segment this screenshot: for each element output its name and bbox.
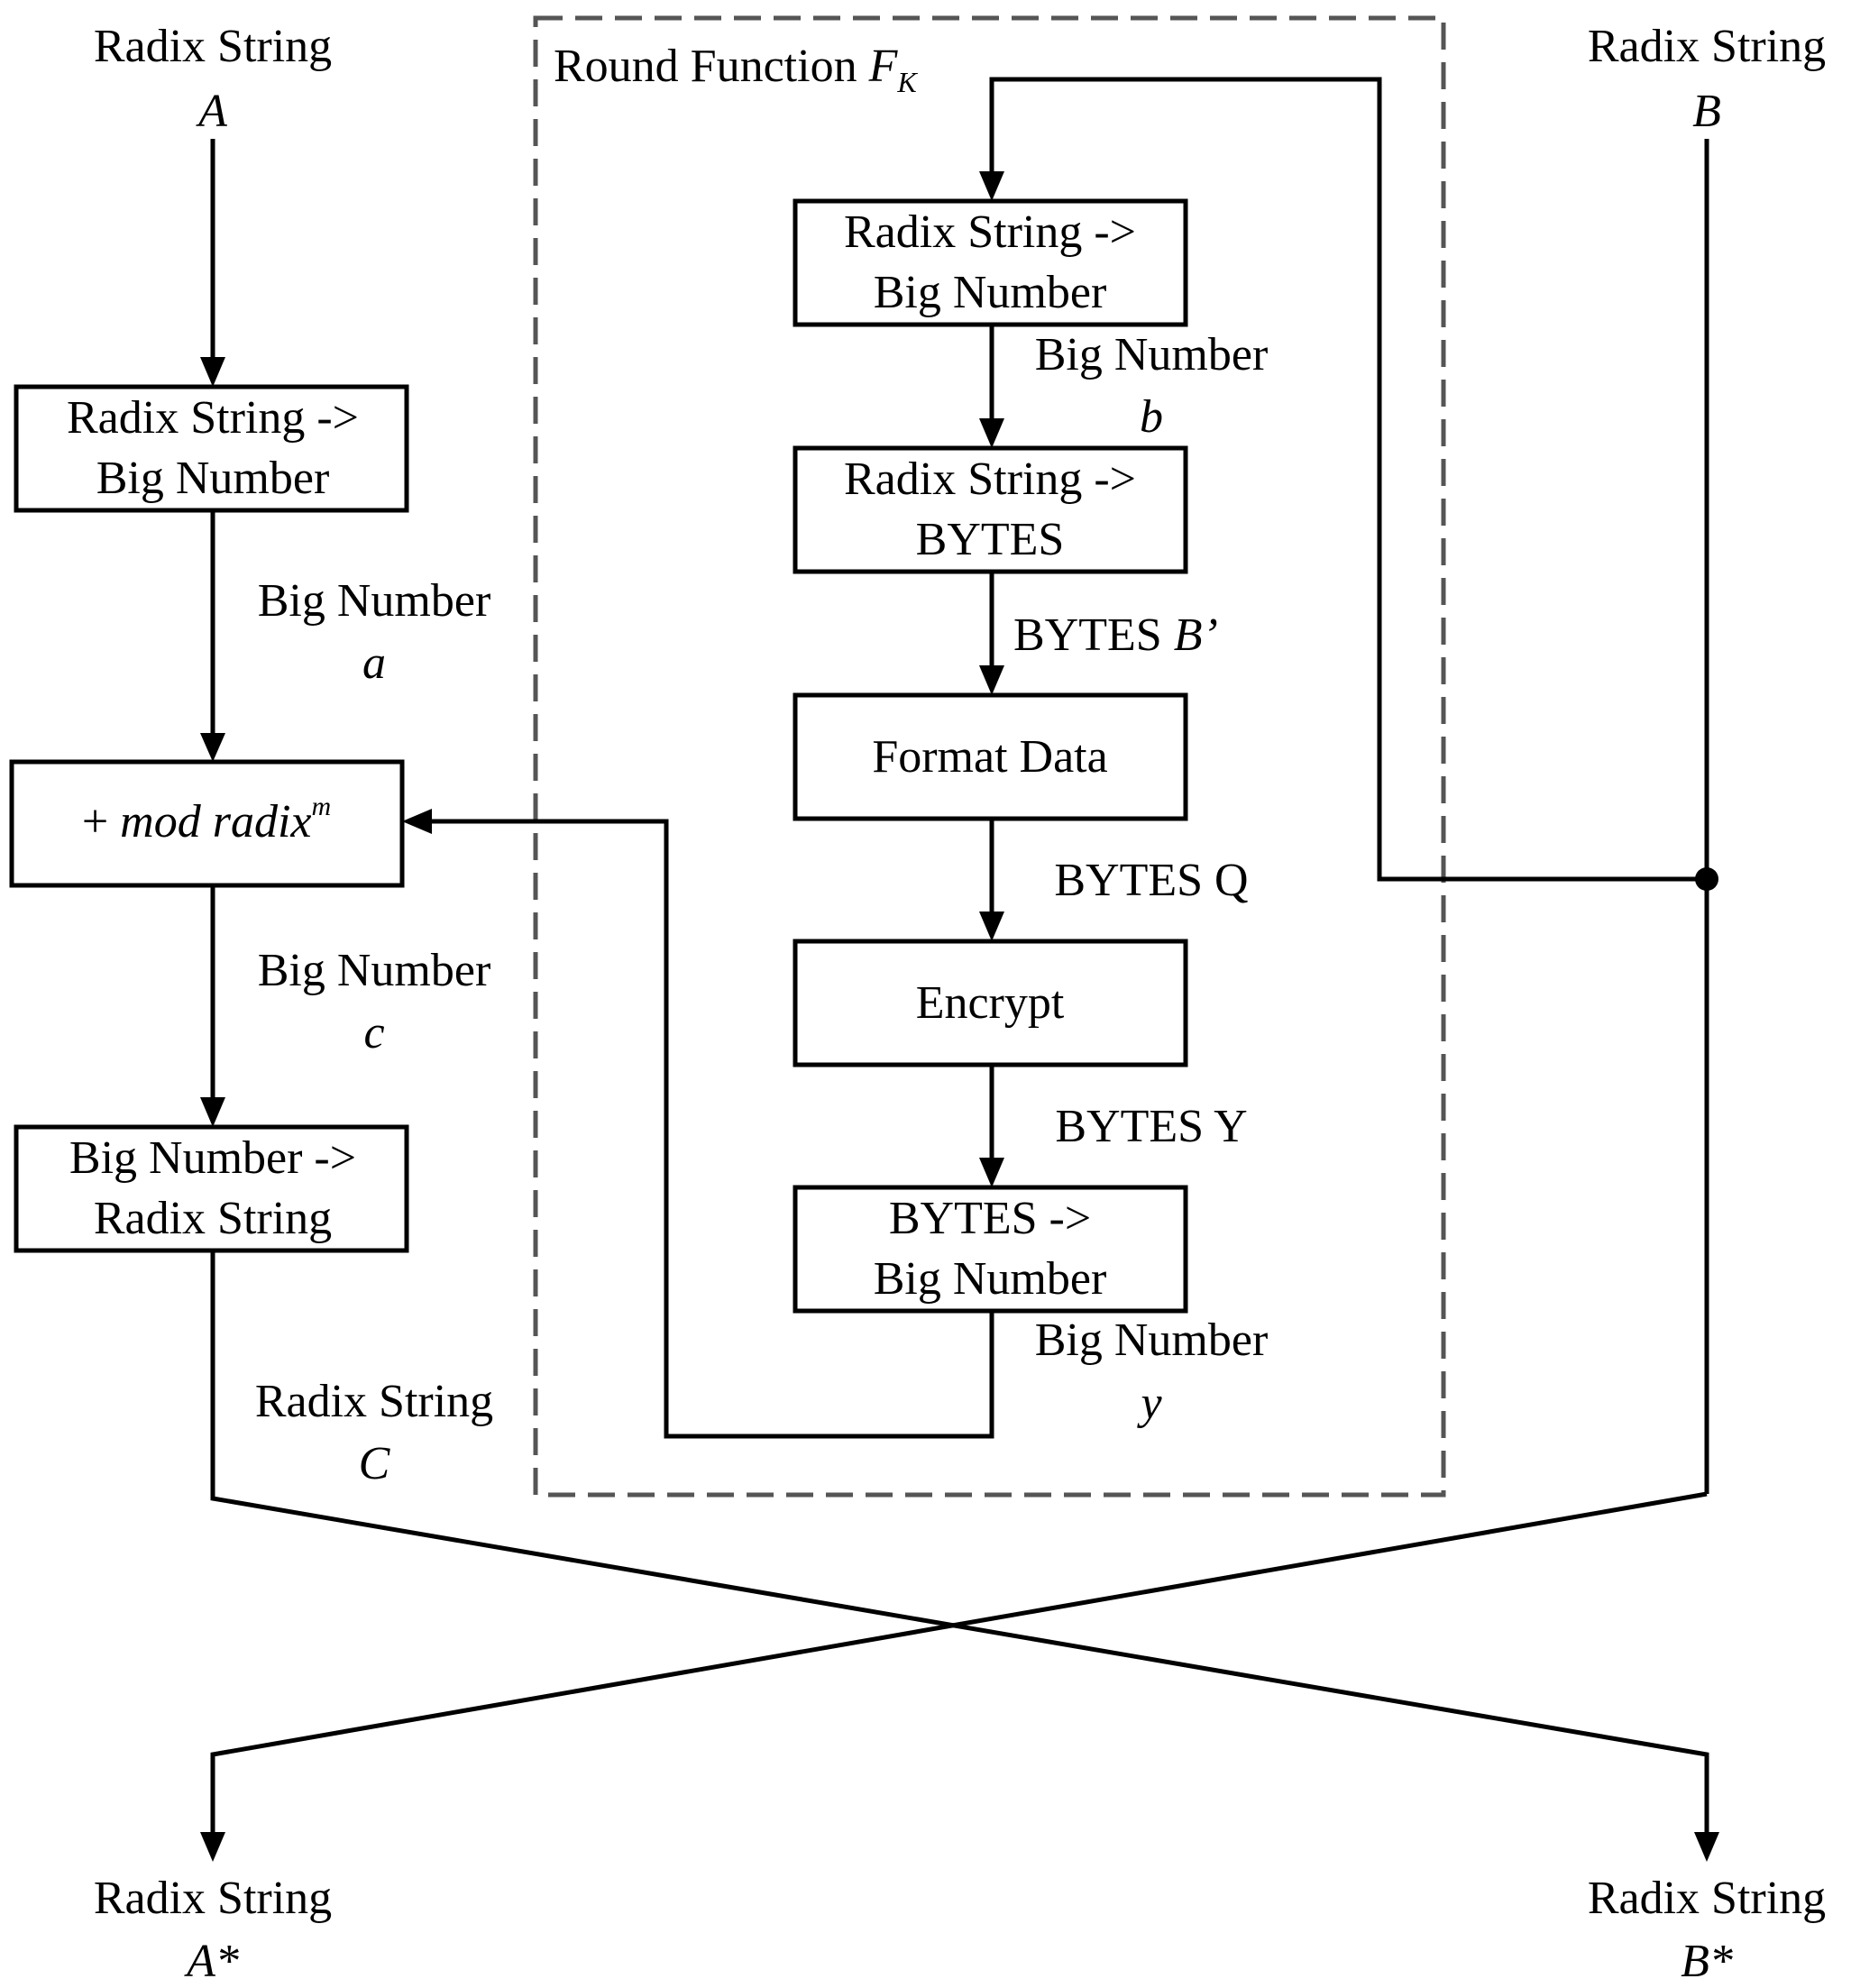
svg-text:Big Number: Big Number bbox=[874, 1253, 1107, 1305]
left-edge-label-c: Big Number c bbox=[258, 945, 491, 1058]
svg-text:Big Number ->: Big Number -> bbox=[69, 1132, 356, 1184]
svg-text:Big Number: Big Number bbox=[258, 575, 491, 627]
left-box-bignum-to-radix: Big Number -> Radix String bbox=[14, 1124, 409, 1253]
right-input-label: Radix String B bbox=[1588, 21, 1826, 137]
svg-text:b: b bbox=[1140, 391, 1163, 443]
round-function-title: Round Function FK bbox=[554, 41, 918, 98]
left-input-label: Radix String A bbox=[94, 21, 332, 137]
svg-text:Radix String ->: Radix String -> bbox=[67, 392, 359, 444]
rf-edge-label-y: Big Number y bbox=[1035, 1315, 1269, 1429]
svg-text:B*: B* bbox=[1681, 1936, 1733, 1987]
left-box-radix-to-bignum: Radix String -> Big Number bbox=[14, 384, 409, 513]
svg-text:BYTES: BYTES bbox=[916, 514, 1065, 565]
rf-box-bytes-to-bignum: BYTES -> Big Number bbox=[793, 1185, 1188, 1314]
rf-box-encrypt: Encrypt bbox=[793, 939, 1188, 1067]
rf-box-radix-to-bytes: Radix String -> BYTES bbox=[793, 445, 1188, 574]
svg-text:Radix String ->: Radix String -> bbox=[844, 453, 1136, 505]
b-feed-line bbox=[989, 77, 1707, 882]
svg-text:Radix String ->: Radix String -> bbox=[844, 206, 1136, 258]
svg-text:+ mod radixm: + mod radixm bbox=[82, 792, 331, 847]
left-box-mod-add: + mod radixm bbox=[9, 759, 405, 888]
left-edge-label-a: Big Number a bbox=[258, 575, 491, 689]
svg-text:Radix String: Radix String bbox=[94, 1193, 332, 1244]
svg-text:C: C bbox=[359, 1438, 391, 1489]
left-output-label: Radix String A* bbox=[94, 1873, 332, 1987]
svg-text:Radix String: Radix String bbox=[1588, 21, 1826, 72]
svg-text:Big Number: Big Number bbox=[1035, 329, 1269, 380]
rf-box-radix-to-bignum: Radix String -> Big Number bbox=[793, 198, 1188, 327]
svg-text:BYTES Y: BYTES Y bbox=[1055, 1101, 1247, 1152]
svg-text:Big Number: Big Number bbox=[96, 453, 330, 504]
svg-text:Radix String: Radix String bbox=[94, 1873, 332, 1924]
rf-edge-label-bprime: BYTES B’ bbox=[1013, 609, 1218, 661]
rf-edge-label-b: Big Number b bbox=[1035, 329, 1269, 443]
right-output-label: Radix String B* bbox=[1588, 1873, 1826, 1987]
rf-edge-label-q: BYTES Q bbox=[1054, 855, 1248, 906]
svg-text:A*: A* bbox=[184, 1936, 239, 1987]
svg-text:Big Number: Big Number bbox=[1035, 1315, 1269, 1366]
svg-text:a: a bbox=[362, 637, 386, 689]
cross-line-B-to-Astar bbox=[210, 1491, 1708, 1832]
svg-text:y: y bbox=[1136, 1378, 1162, 1429]
svg-text:Radix String: Radix String bbox=[1588, 1873, 1826, 1924]
svg-text:A: A bbox=[196, 86, 227, 137]
y-feedback-line bbox=[432, 819, 994, 1439]
round-function-boundary bbox=[533, 15, 1446, 1498]
rf-edge-label-y-bytes: BYTES Y bbox=[1055, 1101, 1247, 1152]
svg-text:Radix String: Radix String bbox=[255, 1376, 493, 1427]
svg-text:c: c bbox=[363, 1007, 384, 1058]
svg-text:B: B bbox=[1692, 86, 1721, 137]
svg-text:Format Data: Format Data bbox=[872, 731, 1107, 783]
rf-box-format-data: Format Data bbox=[793, 692, 1188, 821]
svg-text:BYTES B’: BYTES B’ bbox=[1013, 609, 1218, 661]
svg-text:Big Number: Big Number bbox=[258, 945, 491, 996]
svg-text:Round Function FK: Round Function FK bbox=[554, 41, 918, 98]
svg-text:BYTES Q: BYTES Q bbox=[1054, 855, 1248, 906]
svg-text:Radix String: Radix String bbox=[94, 21, 332, 72]
svg-text:Encrypt: Encrypt bbox=[916, 977, 1065, 1029]
left-edge-label-C: Radix String C bbox=[255, 1376, 493, 1489]
svg-text:BYTES ->: BYTES -> bbox=[889, 1193, 1091, 1244]
svg-text:Big Number: Big Number bbox=[874, 267, 1107, 318]
cross-line-C-to-Bstar bbox=[210, 1251, 1709, 1832]
